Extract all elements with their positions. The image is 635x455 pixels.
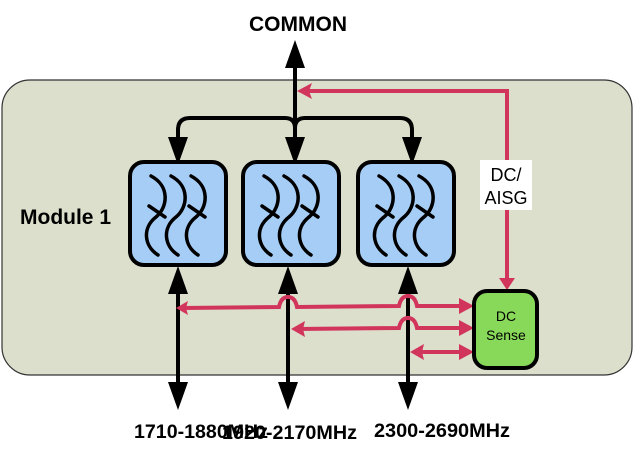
dc-line-1-arrow-right-icon	[459, 298, 474, 314]
band-3-arrow-up-icon	[398, 266, 418, 294]
module-label: Module 1	[20, 206, 111, 229]
band-3-arrow-down-icon	[398, 382, 418, 410]
filter-2	[241, 160, 341, 267]
band-2-arrow-down-icon	[278, 382, 298, 410]
arrow-down-filter-3-icon	[402, 137, 422, 165]
band-1-arrow-up-icon	[168, 266, 188, 294]
filter-1	[128, 160, 228, 267]
dc-aisg-label-bg	[480, 160, 532, 210]
dc-line-2-arrow-right-icon	[459, 320, 474, 336]
band-2-arrow-up-icon	[278, 266, 298, 294]
dc-arrow-left-icon	[297, 83, 312, 99]
dc-aisg-label-line2: AISG	[484, 188, 527, 208]
dc-sense-block: DC Sense	[472, 289, 539, 370]
bandpass-filter-icon	[257, 174, 320, 257]
arrow-down-filter-1-icon	[168, 137, 188, 165]
common-signal-path	[168, 40, 422, 165]
dc-sense-lines	[181, 293, 462, 354]
common-arrow-up-icon	[285, 40, 305, 68]
band-2-label: 1920-2170MHz	[222, 423, 357, 444]
dc-aisg-label-line1: DC/	[491, 165, 522, 185]
dc-aisg-path: DC/ AISG	[297, 83, 532, 290]
dc-sense-label-line2: Sense	[486, 327, 526, 343]
filter-3	[356, 160, 456, 267]
dc-line-band-1	[181, 293, 462, 310]
dc-line-2-arrow-left-icon	[291, 321, 305, 337]
dc-line-3-arrow-right-icon	[459, 344, 474, 360]
bandpass-filter-icon	[144, 174, 207, 257]
bandpass-filter-icon	[372, 174, 435, 257]
dc-line-band-2	[295, 315, 462, 331]
dc-line-1-arrow-left-icon	[176, 301, 188, 315]
band-3-label: 2300-2690MHz	[374, 421, 510, 442]
band-2-path	[278, 266, 298, 410]
band-1-label: 1710-1880MHz	[134, 422, 268, 443]
dc-arrow-down-icon	[499, 278, 515, 290]
band-1-arrow-down-icon	[168, 382, 188, 410]
dc-sense-box	[472, 289, 539, 370]
arrow-down-filter-2-icon	[285, 137, 305, 165]
common-port-label: COMMON	[249, 13, 347, 36]
dc-sense-label-line1: DC	[496, 308, 516, 324]
band-1-path	[168, 266, 188, 410]
band-3-path	[398, 266, 418, 410]
dc-line-3-arrow-left-icon	[410, 344, 424, 360]
